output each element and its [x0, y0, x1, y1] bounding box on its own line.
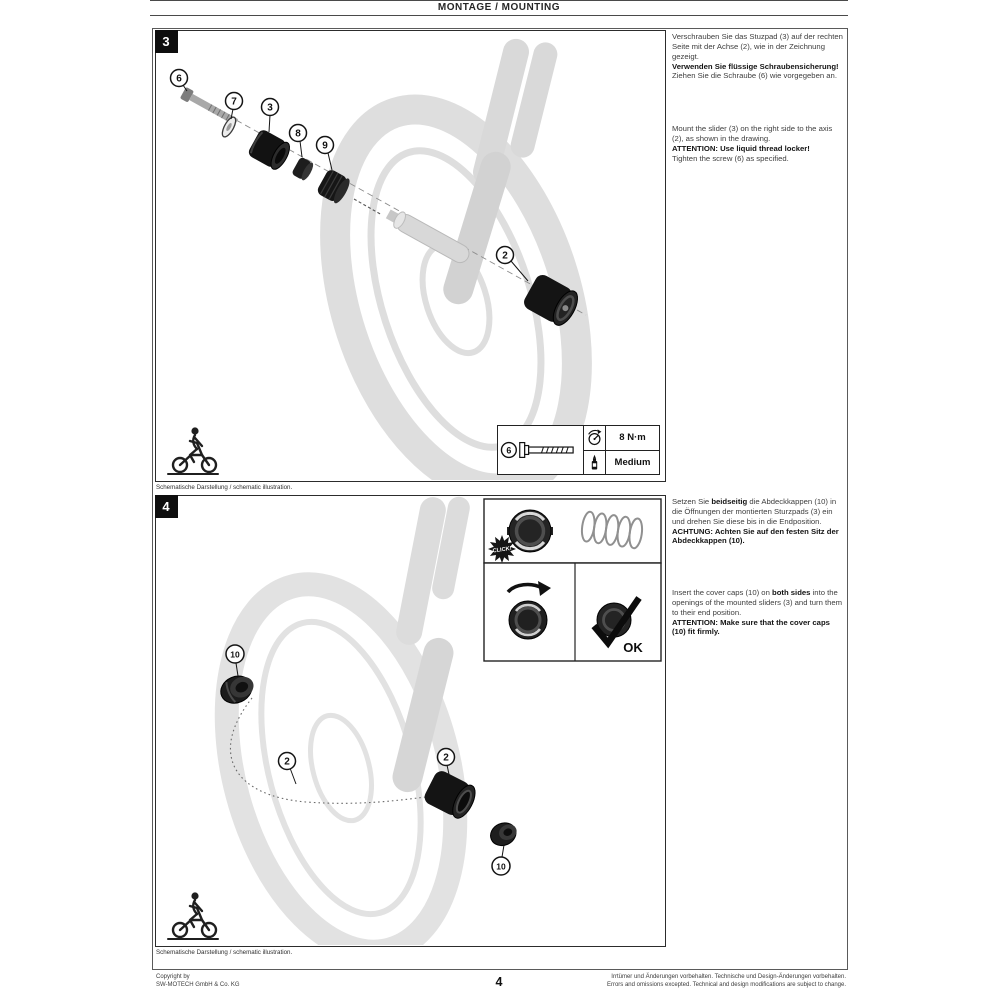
inset-turn-ok-box: OK	[483, 562, 662, 662]
callout-9: 9	[315, 135, 335, 171]
step4-text-german: Setzen Sie beidseitig die Abdeckkappen (…	[672, 497, 844, 546]
svg-text:10: 10	[496, 861, 506, 871]
step4-text-english: Insert the cover caps (10) on both sides…	[672, 588, 844, 637]
callout-2-axle: 2	[277, 751, 297, 785]
svg-text:OK: OK	[623, 640, 643, 655]
slider-body-part	[248, 130, 290, 170]
turn-cap	[506, 581, 551, 640]
callout-2-slider: 2	[436, 747, 456, 780]
step-3-number: 3	[154, 29, 178, 53]
screw-icon: 6	[500, 441, 574, 459]
header-rule-top	[150, 0, 848, 1]
disclaimer-note: Irrtümer und Änderungen vorbehalten. Tec…	[606, 974, 846, 989]
svg-text:7: 7	[231, 97, 237, 108]
inset-click-box: CLICK!	[483, 498, 662, 564]
spacer-small-part	[292, 157, 314, 181]
cover-cap-exploded	[220, 675, 254, 704]
step-4-panel: 10 2 2 10	[154, 494, 666, 947]
callout-2: 2	[495, 245, 529, 282]
spring-icon	[580, 510, 644, 550]
callout-7: 7	[224, 91, 244, 120]
cover-cap-small	[490, 822, 517, 847]
callout-10-top: 10	[225, 644, 245, 677]
spacer-large-part	[317, 170, 350, 204]
step3-text-english: Mount the slider (3) on the right side t…	[672, 124, 844, 163]
checkmark-icon	[591, 596, 642, 649]
fork-ghost	[443, 38, 558, 305]
header-rule-bottom	[150, 15, 848, 16]
step3-illustration: 6 7 3 8 9 2	[167, 38, 592, 480]
step-3-panel: 6 7 3 8 9 2	[154, 29, 666, 482]
step3-en-warning: ATTENTION: Use liquid thread locker!	[672, 143, 810, 153]
copyright-note: Copyright by SW-MOTECH GmbH & Co. KG	[156, 974, 240, 989]
torque-screw-cell: 6	[498, 426, 584, 474]
torque-wrench-icon	[584, 426, 606, 450]
step4-en-warning: ATTENTION: Make sure that the cover caps…	[672, 617, 830, 637]
page-title: MONTAGE / MOUNTING	[437, 2, 561, 13]
svg-text:2: 2	[284, 757, 290, 768]
mounted-slider	[424, 771, 476, 819]
step-4-caption: Schematische Darstellung / schematic ill…	[156, 949, 293, 956]
insertion-path	[229, 697, 435, 804]
svg-text:CLICK!: CLICK!	[492, 546, 512, 555]
svg-text:3: 3	[267, 103, 273, 114]
fork-ghost	[392, 496, 470, 793]
ok-cap: OK	[591, 596, 643, 655]
step4-de-p1: Setzen Sie beidseitig die Abdeckkappen (…	[672, 497, 837, 526]
threadlocker-row: Medium	[584, 450, 659, 474]
step3-en-p1: Mount the slider (3) on the right side t…	[672, 124, 833, 143]
step-3-caption: Schematische Darstellung / schematic ill…	[156, 484, 293, 491]
torque-spec-table: 6	[497, 425, 660, 475]
callout-8: 8	[288, 123, 308, 158]
page-number: 4	[495, 975, 503, 989]
svg-text:8: 8	[295, 129, 301, 140]
step4-de-warning: ACHTUNG: Achten Sie auf den festen Sitz …	[672, 526, 839, 546]
callout-10-bottom: 10	[491, 844, 511, 876]
callout-3: 3	[260, 97, 280, 133]
torque-value: 8 N·m	[619, 432, 646, 444]
step3-de-warning: Verwenden Sie flüssige Schraubensicherun…	[672, 61, 839, 71]
threadlocker-value: Medium	[614, 456, 651, 468]
svg-text:9: 9	[322, 141, 328, 152]
motorcycle-warning-icon	[167, 427, 219, 475]
svg-text:2: 2	[502, 251, 508, 262]
mounted-slider	[524, 274, 579, 326]
svg-text:2: 2	[443, 753, 449, 764]
svg-text:6: 6	[176, 74, 182, 85]
step3-de-p2: Ziehen Sie die Schraube (6) wie vorgegeb…	[672, 71, 837, 81]
step4-en-p1: Insert the cover caps (10) on both sides…	[672, 588, 843, 617]
assembly-axis-line	[183, 90, 587, 316]
click-starburst: CLICK!	[488, 535, 516, 563]
threadlocker-bottle-icon	[584, 450, 606, 474]
callout-6: 6	[169, 68, 189, 92]
rotate-arrow-icon	[506, 582, 543, 594]
washer-part	[221, 116, 237, 138]
axle-tube	[385, 209, 470, 264]
svg-text:6: 6	[506, 445, 511, 455]
torque-row: 8 N·m	[584, 426, 659, 451]
content-frame	[152, 28, 848, 970]
step3-de-p1: Verschrauben Sie das Stuzpad (3) auf der…	[672, 32, 843, 61]
step3-en-p2: Tighten the screw (6) as specified.	[672, 153, 789, 163]
motorcycle-warning-icon	[167, 892, 219, 940]
step4-illustration: 10 2 2 10	[167, 496, 662, 945]
step-4-number: 4	[154, 494, 178, 518]
step3-text-german: Verschrauben Sie das Stuzpad (3) auf der…	[672, 32, 844, 81]
svg-text:10: 10	[230, 649, 240, 659]
